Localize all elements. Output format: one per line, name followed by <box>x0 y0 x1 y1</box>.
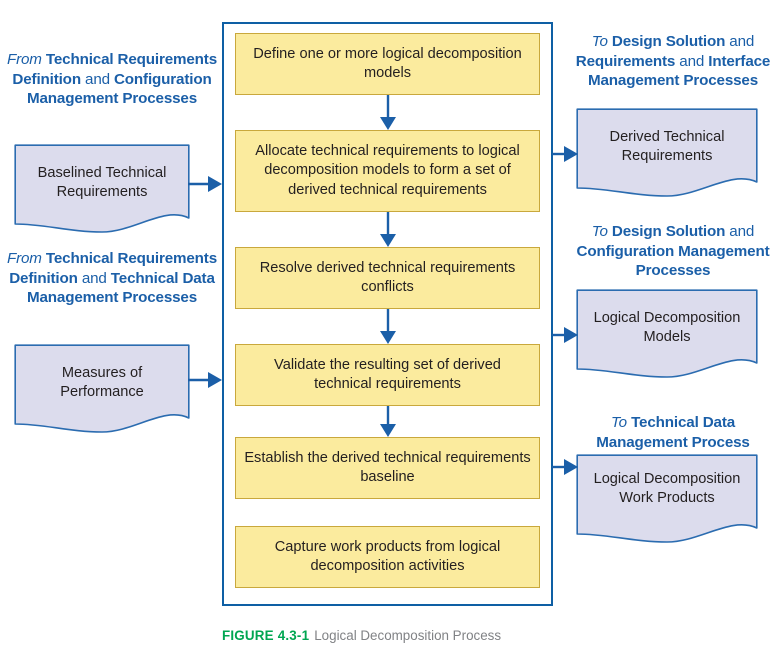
artifact-measures-of-performance[interactable]: Measures of Performance <box>14 344 190 436</box>
output-label-3: To Technical Data Management Process <box>566 413 780 452</box>
output-label-2-proc-b: Configuration Management Processes <box>576 242 770 280</box>
input-label-1-proc-a: Technical Requirements Definition <box>12 51 218 88</box>
output-label-1-proc-b: Requirements <box>575 52 676 70</box>
process-step-3[interactable]: Resolve derived technical requirements c… <box>235 247 540 309</box>
output-arrow-2 <box>552 327 578 343</box>
flow-arrow-4-5 <box>380 406 396 437</box>
output-label-1-conj-b: and <box>675 52 709 70</box>
artifact-measures-of-performance-label: Measures of Performance <box>60 365 144 400</box>
process-step-5[interactable]: Establish the derived technical requirem… <box>235 437 540 499</box>
input-label-2-proc-b: Technical Data Management Processes <box>26 269 215 307</box>
output-label-1-proc-c: Interface Management Processes <box>587 52 771 90</box>
process-step-6[interactable]: Capture work products from logical decom… <box>235 526 540 588</box>
flow-arrow-1-2 <box>380 95 396 130</box>
artifact-derived-technical-requirements-label: Derived Technical Requirements <box>609 129 725 164</box>
artifact-logical-decomposition-work-products-label: Logical Decomposition Work Products <box>593 471 741 506</box>
process-step-1[interactable]: Define one or more logical decomposition… <box>235 33 540 95</box>
document-shape-icon <box>576 108 758 197</box>
document-shape-icon <box>14 344 190 433</box>
artifact-logical-decomposition-models[interactable]: Logical Decomposition Models <box>576 289 758 381</box>
artifact-derived-technical-requirements[interactable]: Derived Technical Requirements <box>576 108 758 200</box>
output-label-2-conj: and <box>725 223 755 240</box>
document-shape-icon <box>576 289 758 378</box>
input-label-2-proc-a: Technical Requirements Definition <box>9 250 218 287</box>
output-arrow-3 <box>552 459 578 475</box>
figure-caption: FIGURE 4.3-1 Logical Decomposition Proces… <box>222 628 501 643</box>
output-label-3-proc-a: Technical Data Management Process <box>596 414 750 451</box>
input-label-1-proc-b: Configuration Management Processes <box>26 70 212 108</box>
artifact-logical-decomposition-models-label: Logical Decomposition Models <box>593 310 741 345</box>
output-label-1: To Design Solution and Requirements and … <box>566 32 780 91</box>
input-arrow-1 <box>188 176 222 192</box>
figure-number: FIGURE 4.3-1 <box>222 628 310 643</box>
process-step-4[interactable]: Validate the resulting set of derived te… <box>235 344 540 406</box>
flow-arrow-2-3 <box>380 212 396 247</box>
output-arrow-1 <box>552 146 578 162</box>
artifact-baselined-technical-requirements[interactable]: Baselined Technical Requirements <box>14 144 190 236</box>
input-label-2-conj: and <box>77 269 111 287</box>
input-label-2: From Technical Requirements Definition a… <box>6 249 218 308</box>
output-label-2: To Design Solution and Configuration Man… <box>566 222 780 281</box>
figure-title: Logical Decomposition Process <box>314 628 502 643</box>
output-label-3-to: To <box>610 414 632 431</box>
output-label-2-proc-a: Design Solution <box>611 223 726 240</box>
output-label-2-to: To <box>591 223 612 240</box>
output-label-1-to: To <box>591 33 612 50</box>
output-label-1-proc-a: Design Solution <box>611 33 726 50</box>
input-arrow-2 <box>188 372 222 388</box>
document-shape-icon <box>576 454 758 543</box>
artifact-logical-decomposition-work-products[interactable]: Logical Decomposition Work Products <box>576 454 758 546</box>
artifact-baselined-technical-requirements-label: Baselined Technical Requirements <box>37 165 167 200</box>
flow-arrow-3-4 <box>380 309 396 344</box>
input-label-1-from: From <box>6 51 46 68</box>
process-step-2[interactable]: Allocate technical requirements to logic… <box>235 130 540 212</box>
document-shape-icon <box>14 144 190 233</box>
output-label-1-conj-a: and <box>725 33 755 50</box>
input-label-2-from: From <box>6 250 46 267</box>
input-label-1-conj: and <box>80 70 114 88</box>
input-label-1: From Technical Requirements Definition a… <box>6 50 218 109</box>
